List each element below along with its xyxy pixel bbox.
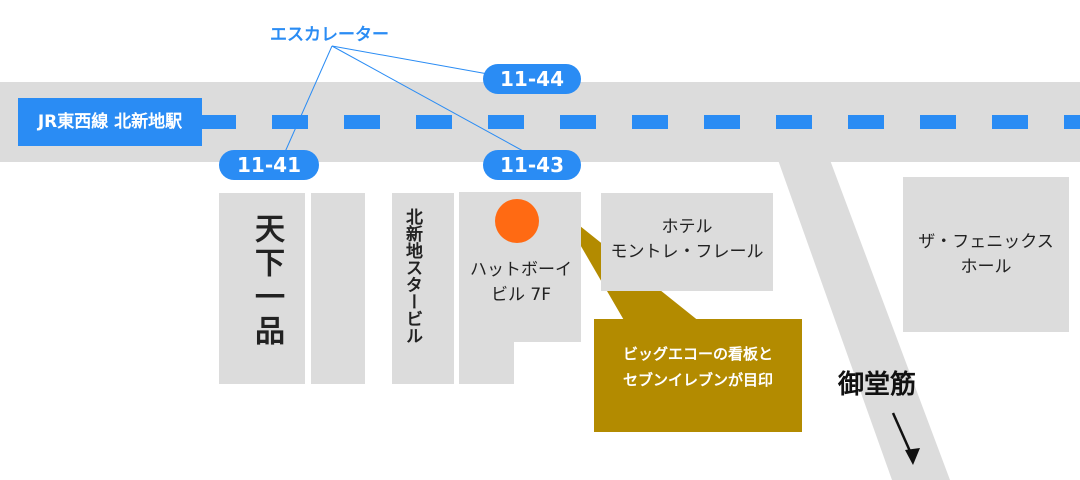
kitashinchi-star-label: 北新地スタービル <box>402 208 422 344</box>
escalator-label: エスカレーター <box>270 25 389 45</box>
building-tenka-ippin <box>219 193 305 384</box>
building-kitashinchi-star <box>392 193 454 384</box>
phoenix-label: ザ・フェニックス ホール <box>903 230 1069 280</box>
exit-11-41: 11-41 <box>219 150 319 180</box>
exit-11-44: 11-44 <box>483 64 581 94</box>
note-box: ビッグエコーの看板と セブンイレブンが目印 <box>594 319 802 432</box>
hatboy-line: ハットボーイ <box>470 260 572 280</box>
exit-11-43: 11-43 <box>483 150 581 180</box>
hatboy-line: ビル 7F <box>491 285 551 305</box>
station-label: JR東西線 北新地駅 <box>18 98 202 146</box>
direction-arrow-head <box>905 448 920 465</box>
building-phoenix <box>903 177 1069 332</box>
escalator-leader <box>331 45 489 75</box>
phoenix-line: ザ・フェニックス <box>918 232 1054 252</box>
hotel-line: ホテル <box>661 217 713 237</box>
building-hatboy <box>459 192 581 384</box>
escalator-leader <box>284 45 333 153</box>
note-line: セブンイレブンが目印 <box>622 371 773 389</box>
building-adjacent <box>311 193 365 384</box>
location-marker <box>495 199 539 243</box>
phoenix-line: ホール <box>960 257 1012 277</box>
hotel-line: モントレ・フレール <box>610 242 764 262</box>
hatboy-label: ハットボーイ ビル 7F <box>462 258 580 308</box>
note-line: ビッグエコーの看板と <box>622 345 773 363</box>
escalator-leader <box>331 45 526 153</box>
street-label: 御堂筋 <box>838 370 917 400</box>
tenka-ippin-label: 天下一品 <box>249 213 284 349</box>
hotel-label: ホテル モントレ・フレール <box>601 215 773 265</box>
midosuji-road <box>778 160 950 480</box>
building-hotel <box>601 193 773 291</box>
